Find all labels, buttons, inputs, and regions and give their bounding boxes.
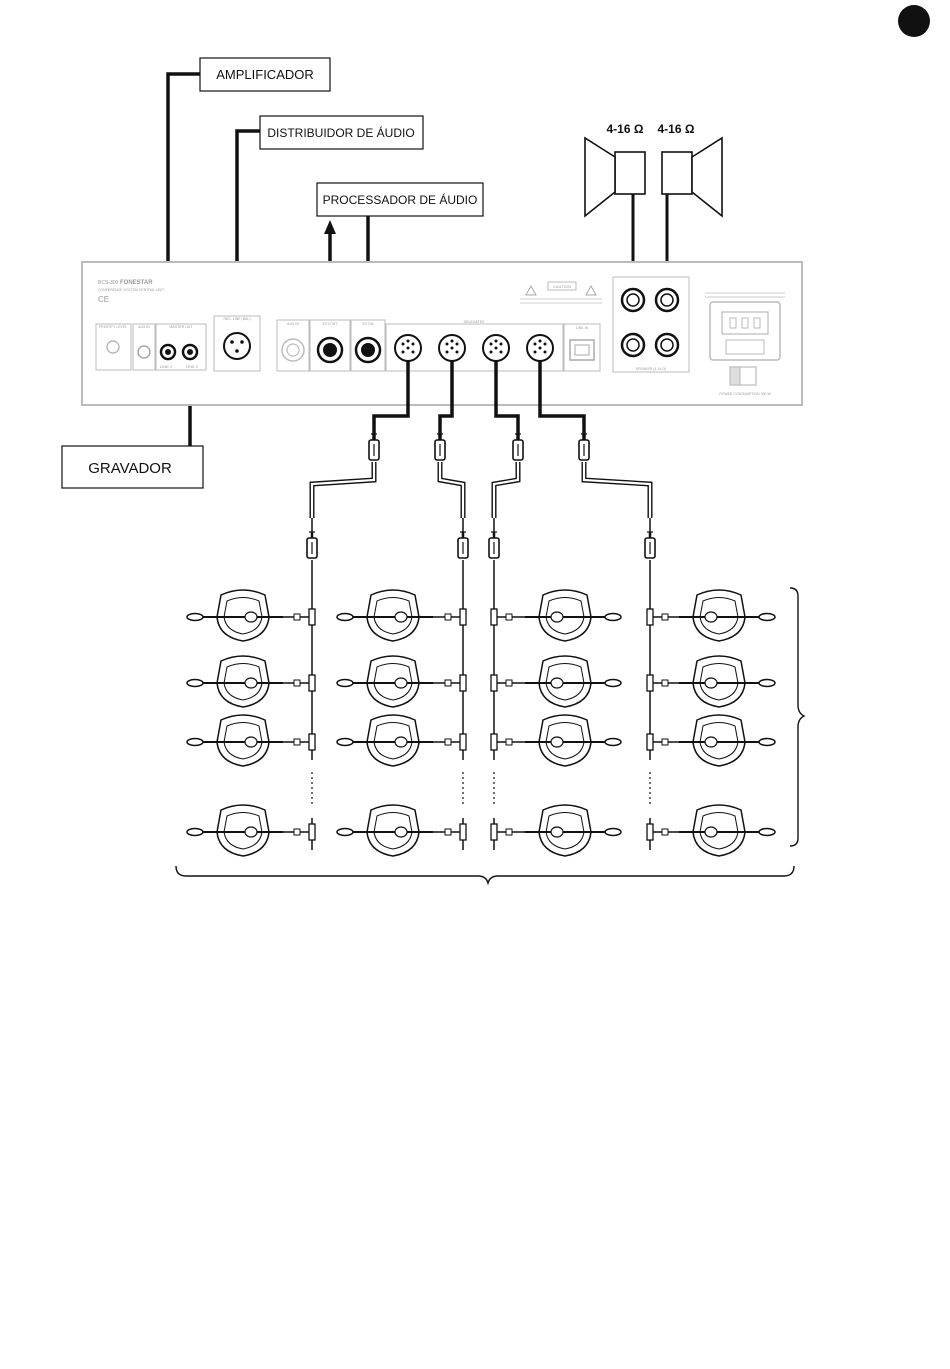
cable-tee-connector — [445, 734, 466, 750]
cable-tee-connector — [294, 609, 315, 625]
delegate-mic-c4-r3 — [679, 715, 775, 766]
column-connector-3 — [489, 532, 499, 558]
delegate-mic-c2-r2 — [337, 656, 433, 707]
delegate-mic-c3-r3 — [525, 715, 621, 766]
processador-box: PROCESSADOR DE ÁUDIO — [317, 183, 483, 216]
ext-in-label: EXT.IN — [363, 322, 374, 326]
distribuidor-box: DISTRIBUIDOR DE ÁUDIO — [260, 116, 423, 149]
master-out-label: MASTER OUT — [170, 325, 194, 329]
delegate-mic-c2-r1 — [337, 590, 433, 641]
delegate-trunks — [307, 434, 655, 850]
amplificador-box: AMPLIFICADOR — [200, 58, 330, 91]
rear-panel: BCS-300 FONESTAR CONFERENCE SYSTEM CENTR… — [82, 262, 802, 405]
panel-model: BCS-300 — [98, 280, 119, 286]
panel-brand: FONESTAR — [120, 280, 153, 286]
cable-tee-connector — [491, 734, 512, 750]
aux-in-label: AUX IN — [138, 325, 150, 329]
delegate-mic-c1-r4 — [187, 805, 283, 856]
delegate-mic-c1-r2 — [187, 656, 283, 707]
arrow-up-icon — [324, 220, 336, 234]
speaker-output-label: SPEAKER (4-16 Ω) — [636, 367, 666, 371]
power-inlet-icon — [710, 302, 780, 360]
delegate-mic-c4-r2 — [679, 656, 775, 707]
gravador-box: GRAVADOR — [62, 446, 203, 488]
power-label: POWER CONSUMPTION 350 W — [719, 392, 771, 396]
delegates-label: DELEGATES — [464, 320, 485, 324]
cable-tee-connector — [445, 675, 466, 691]
delegate-plug-top-1 — [369, 434, 379, 460]
bottom-brace — [176, 866, 794, 883]
column-connector-1 — [307, 532, 317, 558]
speaker-right-label: 4-16 Ω — [658, 122, 695, 136]
delegate-mic-c4-r4 — [679, 805, 775, 856]
speaker-left-label: 4-16 Ω — [607, 122, 644, 136]
caution-label: CAUTION — [553, 284, 571, 289]
delegate-mic-c2-r4 — [337, 805, 433, 856]
delegate-mic-c3-r2 — [525, 656, 621, 707]
cable-col-1 — [312, 462, 374, 518]
cable-tee-connector — [445, 609, 466, 625]
amplificador-label: AMPLIFICADOR — [216, 67, 314, 82]
delegate-plug-top-3 — [513, 434, 523, 460]
cable-tee-connector — [491, 609, 512, 625]
cable-tee-connector — [491, 675, 512, 691]
ext-out-label: EXT.OUT — [323, 322, 339, 326]
cable-tee-connector — [647, 824, 668, 840]
distribuidor-label: DISTRIBUIDOR DE ÁUDIO — [267, 125, 414, 140]
column-connector-4 — [645, 532, 655, 558]
black-circle-icon — [898, 5, 930, 37]
cable-tee-connector — [445, 824, 466, 840]
cable-col-2 — [440, 462, 463, 518]
delegate-mic-c1-r3 — [187, 715, 283, 766]
ce-mark: CE — [98, 295, 109, 304]
delegate-microphones — [187, 590, 775, 856]
rec-label: REC. LINE (BAL) — [223, 317, 250, 321]
delegate-plug-top-2 — [435, 434, 445, 460]
line1-label: LINE 1 — [160, 364, 173, 369]
cable-tee-connector — [294, 824, 315, 840]
delegate-mic-c3-r4 — [525, 805, 621, 856]
cable-col-4 — [584, 462, 650, 518]
delegate-plug-top-4 — [579, 434, 589, 460]
column-connector-2 — [458, 532, 468, 558]
cable-tee-connector — [647, 734, 668, 750]
cable-tee-connector — [294, 675, 315, 691]
cable-tee-connector — [647, 609, 668, 625]
priority-label: PRIORITY LEVEL — [99, 325, 127, 329]
cable-tee-connector — [491, 824, 512, 840]
cable-col-3 — [494, 462, 518, 518]
panel-subtitle: CONFERENCE SYSTEM CENTRAL UNIT — [98, 288, 165, 292]
processador-label: PROCESSADOR DE ÁUDIO — [323, 192, 478, 207]
right-brace — [790, 588, 804, 846]
delegate-mic-c3-r1 — [525, 590, 621, 641]
gravador-label: GRAVADOR — [88, 460, 172, 477]
cable-tee-connector — [294, 734, 315, 750]
aux-in2-label: AUX IN — [287, 322, 299, 326]
delegate-mic-c1-r1 — [187, 590, 283, 641]
line2-label: LINE 2 — [186, 364, 199, 369]
cable-tee-connector — [647, 675, 668, 691]
link-label: LINK IN — [576, 326, 589, 330]
delegate-mic-c2-r3 — [337, 715, 433, 766]
delegate-mic-c4-r1 — [679, 590, 775, 641]
speaker-left: 4-16 Ω — [585, 122, 645, 216]
